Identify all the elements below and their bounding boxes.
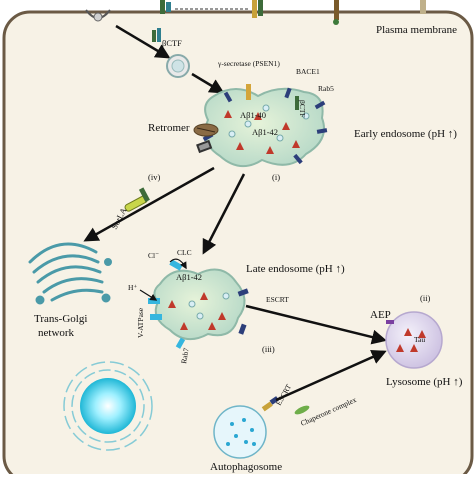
ab40-label: Aβ1-40 <box>240 110 266 120</box>
cell <box>2 10 474 479</box>
early-endosome <box>202 84 328 167</box>
rab5-label: Rab5 <box>318 84 334 93</box>
bctf-vertical-label: βCTF <box>298 100 307 118</box>
bctf-label: βCTF <box>162 38 182 48</box>
late-endosome-label: Late endosome (pH ↑) <box>246 263 345 275</box>
membrane-proteins <box>85 0 426 25</box>
clc-label: CLC <box>177 248 192 257</box>
rab7-label: Rab7 <box>179 347 191 364</box>
route-i-arrow <box>202 173 246 255</box>
endocytosis-arrow <box>115 24 171 59</box>
gamma-secretase-label: γ-secretase (PSEN1) <box>217 59 280 68</box>
lysosome <box>385 311 443 369</box>
late-endosome <box>148 259 249 349</box>
golgi-icon <box>28 242 112 305</box>
escrt-late-label: ESCRT <box>266 295 289 304</box>
early-endosome-label: Early endosome (pH ↑) <box>354 128 457 140</box>
h-plus-arrow <box>139 289 158 301</box>
autophagosome-icon <box>213 405 267 459</box>
lysosome-label: Lysosome (pH ↑) <box>386 376 463 388</box>
autophagosome-label: Autophagosome <box>210 461 282 473</box>
route-i-label: (i) <box>272 172 280 182</box>
cl-arrow <box>169 258 187 270</box>
bctf-icon <box>152 28 161 42</box>
nucleus-icon <box>63 361 153 451</box>
route-iv-label: (iv) <box>148 172 160 182</box>
v-atpase-label: V-ATPase <box>136 307 145 338</box>
h-plus-label: H⁺ <box>128 283 137 292</box>
route-iv-arrow <box>83 166 215 242</box>
tau-label: Tau <box>414 335 425 344</box>
retromer-icon <box>193 123 219 154</box>
network-label: network <box>38 327 75 339</box>
retromer-label: Retromer <box>148 122 190 134</box>
escrt-icon <box>261 396 279 412</box>
bace1-label: BACE1 <box>296 67 320 76</box>
ab42-late-label: Aβ1-42 <box>176 272 202 282</box>
autophagy-arrow <box>275 350 387 402</box>
route-ii-label: (ii) <box>420 293 431 303</box>
route-iii-label: (iii) <box>262 344 275 354</box>
route-ii-arrow <box>245 304 387 345</box>
plasma-membrane-label: Plasma membrane <box>376 24 457 36</box>
sorla-icon <box>124 187 150 212</box>
aep-label: AEP <box>370 309 391 321</box>
vesicle-icon <box>166 54 190 78</box>
vesicle-arrow <box>191 72 225 94</box>
trans-golgi-label: Trans-Golgi <box>34 313 87 325</box>
ab42-early-label: Aβ1-42 <box>252 127 278 137</box>
cl-label: Cl⁻ <box>148 251 159 260</box>
chaperone-icon <box>294 405 310 415</box>
